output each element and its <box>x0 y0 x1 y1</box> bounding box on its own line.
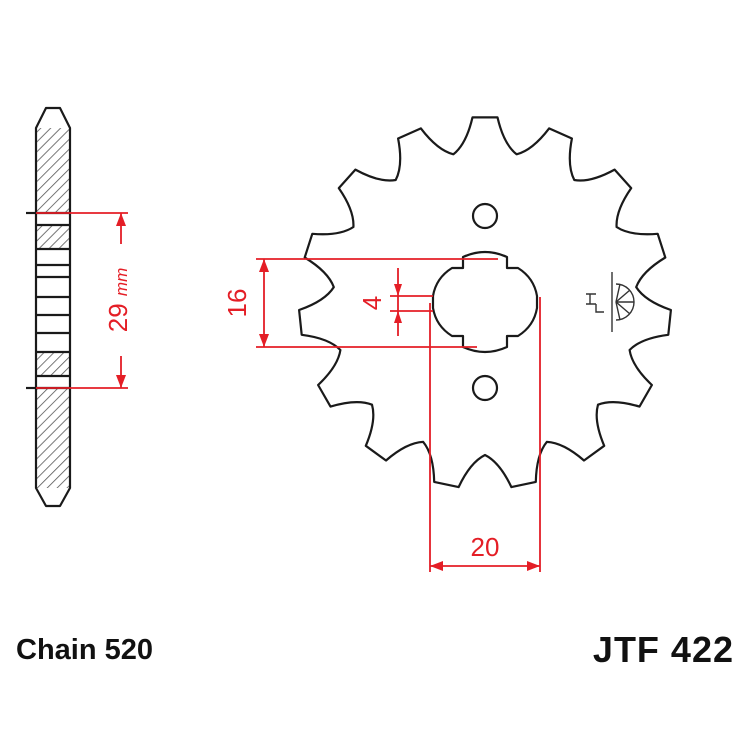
profile-hatch-mid-lower <box>36 352 70 376</box>
sprocket-outline <box>298 116 672 489</box>
part-number-label: JTF 422 <box>592 629 734 670</box>
profile-hatch-bottom <box>36 388 70 488</box>
bore-width-dimension: 20 <box>429 297 541 572</box>
profile-hatch-mid-upper <box>36 225 70 249</box>
bore-width-value: 20 <box>471 532 500 562</box>
svg-text:29 mm: 29 mm <box>103 268 133 332</box>
chain-size-label: Chain 520 <box>16 634 153 666</box>
pitch-value: 29 <box>103 303 133 332</box>
mounting-hole-bottom <box>471 374 499 402</box>
mounting-hole-top <box>471 202 499 230</box>
spline-tooth-dimension: 4 <box>357 268 433 336</box>
side-profile <box>26 106 72 508</box>
rotation-direction-icon <box>586 272 635 332</box>
spline-height-value: 16 <box>222 289 252 318</box>
profile-hatch-top <box>36 128 70 213</box>
pitch-dimension: 29 mm <box>36 212 133 389</box>
pitch-unit: mm <box>112 268 131 296</box>
spline-height-dimension: 16 <box>222 258 498 348</box>
spline-bore <box>431 250 539 354</box>
spline-tooth-value: 4 <box>357 296 387 310</box>
sprocket-front-view <box>298 116 672 489</box>
